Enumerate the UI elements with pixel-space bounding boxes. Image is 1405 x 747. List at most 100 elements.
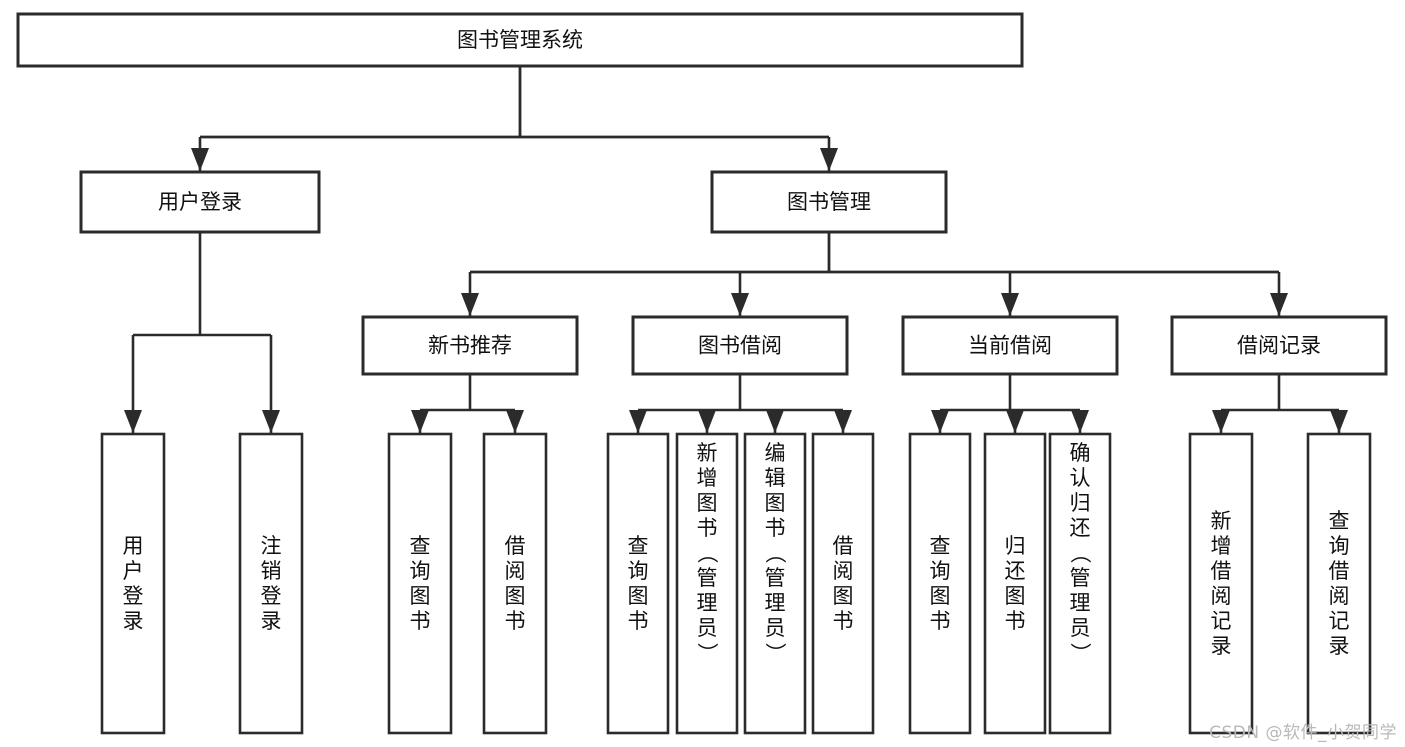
watermark-label: CSDN @软件_小贺同学 bbox=[1209, 723, 1397, 743]
arrow-head-icon bbox=[1212, 410, 1230, 433]
node-label-borrow-edit-book-char: 理 bbox=[765, 591, 786, 615]
node-label-borrow-add-book-char: 员 bbox=[697, 616, 718, 640]
arrow-head-icon bbox=[1006, 410, 1024, 433]
node-box-current-borrow[interactable] bbox=[901, 315, 1119, 376]
node-label-current-confirm-return-char: 认 bbox=[1070, 466, 1091, 490]
node-label-recommend-borrow-book-char: 图 bbox=[505, 584, 526, 608]
node-label-current-borrow: 当前借阅 bbox=[968, 334, 1052, 358]
node-label-borrow-query-book-char: 查 bbox=[628, 534, 649, 558]
node-label-current-query-book-char: 图 bbox=[930, 584, 951, 608]
node-label-borrow-query-book-char: 询 bbox=[628, 559, 649, 583]
node-label-borrow-edit-book-char: 书 bbox=[765, 516, 786, 540]
node-label-current-confirm-return-char: 员 bbox=[1070, 616, 1091, 640]
node-label-record-query-char: 查 bbox=[1329, 509, 1350, 533]
node-label-borrow-add-book-char: 理 bbox=[697, 591, 718, 615]
node-label-current-return-book-char: 还 bbox=[1005, 559, 1026, 583]
node-box-recommend-query-book[interactable] bbox=[387, 432, 453, 735]
node-box-current-confirm-return[interactable] bbox=[1048, 432, 1112, 735]
node-label-borrow-borrow-book-char: 图 bbox=[833, 584, 854, 608]
node-label-user-logout-char: 登 bbox=[261, 584, 282, 608]
node-label-record-add-char: 增 bbox=[1211, 534, 1232, 558]
node-current-borrow[interactable]: 当前借阅 bbox=[901, 315, 1119, 376]
node-label-borrow-edit-book-char: 员 bbox=[765, 616, 786, 640]
node-label-recommend-query-book-char: 查 bbox=[410, 534, 431, 558]
node-box-root[interactable] bbox=[16, 12, 1024, 68]
node-label-user-login-do-char: 登 bbox=[123, 584, 144, 608]
node-box-borrow-record[interactable] bbox=[1170, 315, 1388, 376]
node-user-login-do[interactable]: 用户登录 bbox=[100, 432, 166, 735]
node-book-borrow[interactable]: 图书借阅 bbox=[631, 315, 849, 376]
node-label-record-query-char: 录 bbox=[1329, 634, 1350, 658]
node-box-recommend-borrow-book[interactable] bbox=[482, 432, 548, 735]
node-label-new-book-recommend: 新书推荐 bbox=[428, 334, 512, 358]
nodes-layer: 图书管理系统用户登录图书管理用户登录注销登录新书推荐查询图书借阅图书图书借阅查询… bbox=[16, 12, 1388, 735]
arrow-head-icon bbox=[931, 410, 949, 433]
node-label-recommend-borrow-book-char: 阅 bbox=[505, 559, 526, 583]
node-label-user-logout-char: 注 bbox=[261, 534, 282, 558]
arrow-head-icon bbox=[834, 410, 852, 433]
node-label-user-logout-char: 录 bbox=[261, 609, 282, 633]
node-box-current-return-book[interactable] bbox=[983, 432, 1047, 735]
node-label-current-query-book-char: 询 bbox=[930, 559, 951, 583]
node-box-borrow-borrow-book[interactable] bbox=[811, 432, 875, 735]
node-label-recommend-query-book-char: 图 bbox=[410, 584, 431, 608]
node-box-borrow-add-book[interactable] bbox=[675, 432, 739, 735]
node-label-current-confirm-return-char: 确 bbox=[1070, 441, 1091, 465]
node-box-user-login[interactable] bbox=[79, 170, 321, 234]
node-box-current-query-book[interactable] bbox=[908, 432, 972, 735]
arrow-head-icon bbox=[1071, 410, 1089, 433]
node-label-root: 图书管理系统 bbox=[457, 28, 583, 52]
node-borrow-record[interactable]: 借阅记录 bbox=[1170, 315, 1388, 376]
node-user-login[interactable]: 用户登录 bbox=[79, 170, 321, 234]
node-label-current-query-book-char: 书 bbox=[930, 609, 951, 633]
node-label-current-query-book-char: 查 bbox=[930, 534, 951, 558]
node-root[interactable]: 图书管理系统 bbox=[16, 12, 1024, 68]
arrow-head-icon bbox=[766, 410, 784, 433]
node-label-user-login-do-char: 用 bbox=[123, 534, 144, 558]
node-box-record-add[interactable] bbox=[1188, 432, 1254, 735]
arrow-head-icon bbox=[124, 410, 142, 433]
node-box-user-login-do[interactable] bbox=[100, 432, 166, 735]
node-new-book-recommend[interactable]: 新书推荐 bbox=[361, 315, 579, 376]
node-label-record-query-char: 借 bbox=[1329, 559, 1350, 583]
node-label-current-confirm-return-char: 理 bbox=[1070, 591, 1091, 615]
node-box-book-management[interactable] bbox=[710, 170, 948, 234]
arrow-head-icon bbox=[1330, 410, 1348, 433]
node-book-management[interactable]: 图书管理 bbox=[710, 170, 948, 234]
node-label-record-query-char: 询 bbox=[1329, 534, 1350, 558]
node-label-user-login: 用户登录 bbox=[158, 190, 242, 214]
node-label-current-return-book-char: 书 bbox=[1005, 609, 1026, 633]
node-box-user-logout[interactable] bbox=[238, 432, 304, 735]
node-label-recommend-query-book-char: 书 bbox=[410, 609, 431, 633]
node-label-current-confirm-return-char: 归 bbox=[1070, 491, 1091, 515]
node-label-user-login-do-char: 录 bbox=[123, 609, 144, 633]
arrow-head-icon bbox=[411, 410, 429, 433]
node-box-borrow-query-book[interactable] bbox=[606, 432, 670, 735]
node-box-record-query[interactable] bbox=[1306, 432, 1372, 735]
connectors-layer bbox=[124, 66, 1348, 433]
node-label-borrow-query-book-char: 图 bbox=[628, 584, 649, 608]
node-label-borrow-borrow-book-char: 借 bbox=[833, 534, 854, 558]
node-label-borrow-add-book-char: 图 bbox=[697, 491, 718, 515]
arrow-head-icon bbox=[731, 293, 749, 316]
node-box-new-book-recommend[interactable] bbox=[361, 315, 579, 376]
node-label-borrow-add-book-char: 增 bbox=[697, 466, 718, 490]
node-box-book-borrow[interactable] bbox=[631, 315, 849, 376]
node-box-borrow-edit-book[interactable] bbox=[743, 432, 807, 735]
arrow-head-icon bbox=[1001, 293, 1019, 316]
node-label-borrow-add-book-char: 新 bbox=[697, 441, 718, 465]
